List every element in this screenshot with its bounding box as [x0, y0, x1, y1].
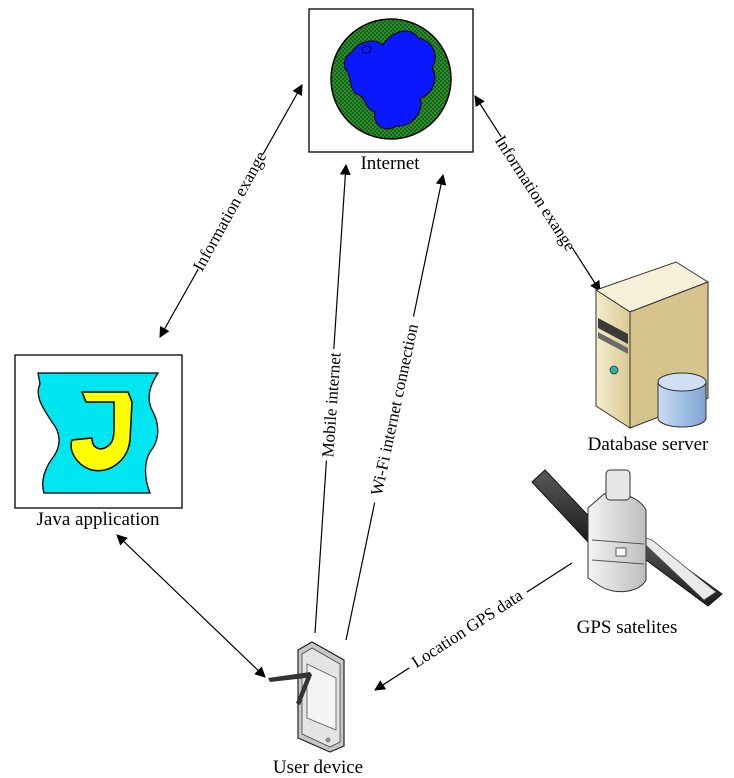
node-user-device: User device — [268, 641, 363, 778]
edge-label-internet-database: Information exange — [488, 132, 580, 256]
svg-text:Wi-Fi internet connection: Wi-Fi internet connection — [367, 322, 422, 498]
edge-label-java-internet: Information exange — [189, 148, 273, 276]
node-label-internet: Internet — [360, 153, 420, 174]
node-label-gps-satellites: GPS satelites — [577, 617, 678, 638]
node-label-user-device: User device — [273, 757, 363, 778]
node-java-application: Java application — [14, 354, 183, 530]
edge-label-wifi: Wi-Fi internet connection — [365, 314, 427, 506]
satellite-icon — [531, 469, 723, 607]
database-icon — [657, 372, 707, 428]
globe-icon — [330, 18, 452, 140]
svg-text:Location GPS data: Location GPS data — [408, 585, 526, 671]
node-internet: Internet — [308, 8, 474, 174]
node-label-database-server: Database server — [588, 434, 709, 455]
node-database-server: Database server — [588, 261, 710, 455]
node-label-java-application: Java application — [37, 509, 160, 530]
node-gps-satellites: GPS satelites — [531, 469, 723, 638]
svg-text:Information exange: Information exange — [491, 132, 580, 254]
java-logo-icon — [37, 372, 160, 494]
edge-java-device — [116, 534, 266, 678]
edge-label-mobile-internet: Mobile internet — [318, 348, 348, 462]
svg-text:Information exange: Information exange — [189, 148, 270, 274]
edge-label-gps: Location GPS data — [403, 582, 533, 678]
tablet-icon — [268, 641, 345, 753]
